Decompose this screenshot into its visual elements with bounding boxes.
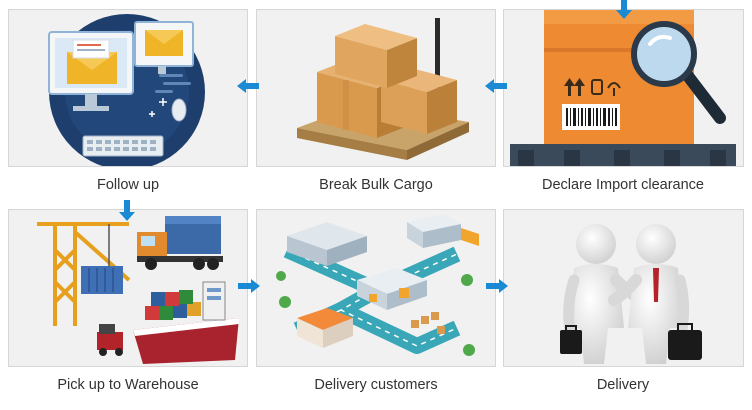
port-crane-ship-truck-illustration [37, 216, 239, 364]
email-computer-illustration [48, 14, 205, 166]
arrow-down-icon [119, 200, 135, 221]
handshake-figures-illustration [560, 224, 702, 364]
arrow-left-icon [485, 79, 507, 93]
step-panel-delivery [503, 209, 744, 367]
step-label: Delivery [596, 377, 650, 393]
arrow-down-icon [616, 0, 632, 19]
arrow-right-icon [238, 279, 260, 293]
step-panel-pick-up-to-warehouse [8, 209, 248, 367]
step-panel-delivery-customers [256, 209, 496, 367]
step-panel-declare-import-clearance [503, 9, 744, 167]
arrow-left-icon [237, 79, 259, 93]
step-label: Delivery customers [314, 377, 438, 393]
step-label: Declare Import clearance [542, 177, 704, 193]
step-label: Follow up [96, 177, 160, 193]
boxes-on-pallet-illustration [297, 18, 469, 160]
step-label: Break Bulk Cargo [319, 177, 433, 193]
step-panel-follow-up [8, 9, 248, 167]
isometric-logistics-route-illustration [276, 214, 479, 356]
step-label: Pick up to Warehouse [57, 377, 199, 393]
arrow-right-icon [486, 279, 508, 293]
inspected-crate-illustration [510, 10, 736, 166]
step-panel-break-bulk-cargo [256, 9, 496, 167]
